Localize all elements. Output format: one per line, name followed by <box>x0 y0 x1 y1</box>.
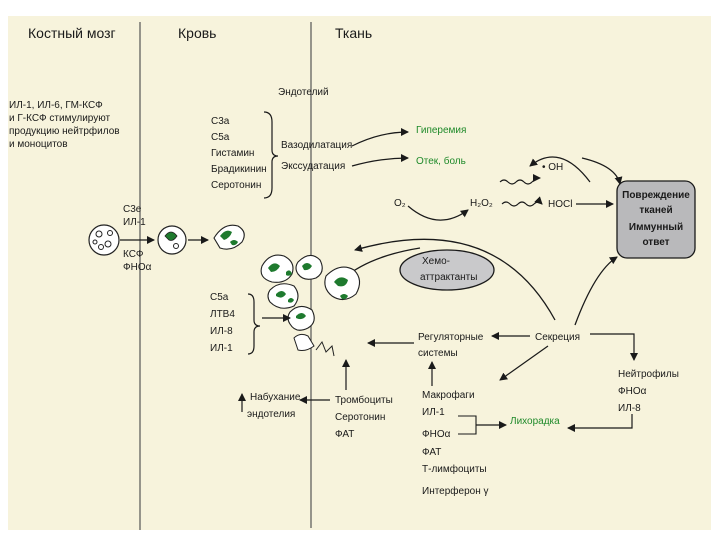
macrophages-line: Интерферон γ <box>422 485 489 497</box>
exudation-arrow <box>351 154 409 167</box>
chemo-line: Хемо- <box>422 256 450 267</box>
attract-factor: ИЛ-1 <box>210 343 233 354</box>
damage-loop-arrow <box>529 156 591 183</box>
header-marrow: Костный мозг <box>28 25 116 41</box>
secretion-label: Секреция <box>535 332 580 343</box>
swelling-line: Набухание <box>250 391 301 403</box>
attract-factor: ЛТВ4 <box>210 309 235 320</box>
marrow-cell <box>88 224 120 256</box>
neutrophils-line: ФНОα <box>618 386 647 397</box>
macrophage-bracket <box>458 415 477 435</box>
exudation-label: Экссудатация <box>281 161 345 172</box>
attract-brace <box>247 293 261 355</box>
neutrophils-line: Нейтрофилы <box>618 368 679 380</box>
marrow-factor: ИЛ-1 <box>123 217 146 228</box>
cycle-arc-arrow <box>354 238 556 321</box>
mediator-list: С3а С5а Гистамин Брадикинин Серотонин <box>211 116 267 191</box>
swelling-line: эндотелия <box>247 409 295 420</box>
mediator-item: Брадикинин <box>211 164 267 175</box>
secretion-to-macrophages-arrow <box>499 345 549 381</box>
platelets-line: ФАТ <box>335 429 354 440</box>
macrophages-line: Макрофаги <box>422 389 475 401</box>
header-blood: Кровь <box>178 25 216 41</box>
damage-line: тканей <box>639 205 672 216</box>
regulatory-line: Регуляторные <box>418 332 484 343</box>
damage-line: ответ <box>642 237 669 248</box>
marrow-note-line: ИЛ-1, ИЛ-6, ГМ-КСФ <box>9 100 103 111</box>
secretion-to-damage-arrow <box>574 256 618 326</box>
neutrophil-cluster <box>260 254 361 357</box>
diagram-background <box>8 16 711 530</box>
vasodilation-label: Вазодилатация <box>281 140 352 151</box>
marrow-factor: КСФ <box>123 249 144 260</box>
o2-to-h2o2-arrow <box>407 205 469 221</box>
platelets-line: Тромбоциты <box>335 394 393 406</box>
blood-cell <box>157 225 187 255</box>
marrow-factor: С3е <box>123 204 142 215</box>
marrow-note: ИЛ-1, ИЛ-6, ГМ-КСФ и Г-КСФ стимулируют п… <box>9 100 120 150</box>
platelets-line: Серотонин <box>335 412 385 423</box>
marrow-factor: ФНОα <box>123 262 152 273</box>
marrow-note-line: продукцию нейтрфилов <box>9 125 120 137</box>
mediator-item: С3а <box>211 116 230 127</box>
vasodilation-arrow <box>351 128 409 147</box>
regulatory-line: системы <box>418 348 458 359</box>
chemo-line: аттрактанты <box>420 272 477 283</box>
h2o2-label: H₂O₂ <box>470 198 493 209</box>
o2-label: O₂ <box>394 198 406 209</box>
macrophages-line: ФНОα <box>422 429 451 440</box>
oh-label: • OH <box>542 162 563 173</box>
mediator-brace <box>263 111 279 199</box>
damage-line: Повреждение <box>622 190 690 201</box>
macrophages-line: ФАТ <box>422 447 441 458</box>
attract-factor: ИЛ-8 <box>210 326 233 337</box>
oh-to-damage-arrow <box>581 157 623 185</box>
edema-pain-label: Отек, боль <box>416 155 466 167</box>
macrophages-line: ИЛ-1 <box>422 407 445 418</box>
secretion-to-neutrophils-arrow <box>590 333 638 361</box>
hocl-label: HOCl <box>548 199 572 210</box>
marrow-note-line: и Г-КСФ стимулируют <box>9 113 111 124</box>
mediator-item: Гистамин <box>211 148 254 159</box>
attract-factor: С5а <box>210 292 229 303</box>
mediator-item: С5а <box>211 132 230 143</box>
marrow-note-line: и моноцитов <box>9 139 68 150</box>
fever-label: Лихорадка <box>510 416 560 427</box>
damage-line: Иммунный <box>629 222 683 233</box>
macrophages-line: Т-лимфоциты <box>422 463 487 475</box>
adhering-neutrophil <box>213 224 245 250</box>
mediator-item: Серотонин <box>211 180 261 191</box>
oh-squiggle <box>499 174 541 185</box>
hocl-squiggle <box>501 196 543 207</box>
tissue-damage-box: Повреждение тканей Иммунный ответ <box>616 180 696 259</box>
header-tissue: Ткань <box>335 25 372 41</box>
endothelium-label: Эндотелий <box>278 87 329 98</box>
hyperemia-label: Гиперемия <box>416 125 466 136</box>
neutrophils-line: ИЛ-8 <box>618 403 641 414</box>
chemoattractants-ellipse: Хемо- аттрактанты <box>399 249 495 291</box>
neutrophils-to-fever-arrow <box>567 414 633 432</box>
